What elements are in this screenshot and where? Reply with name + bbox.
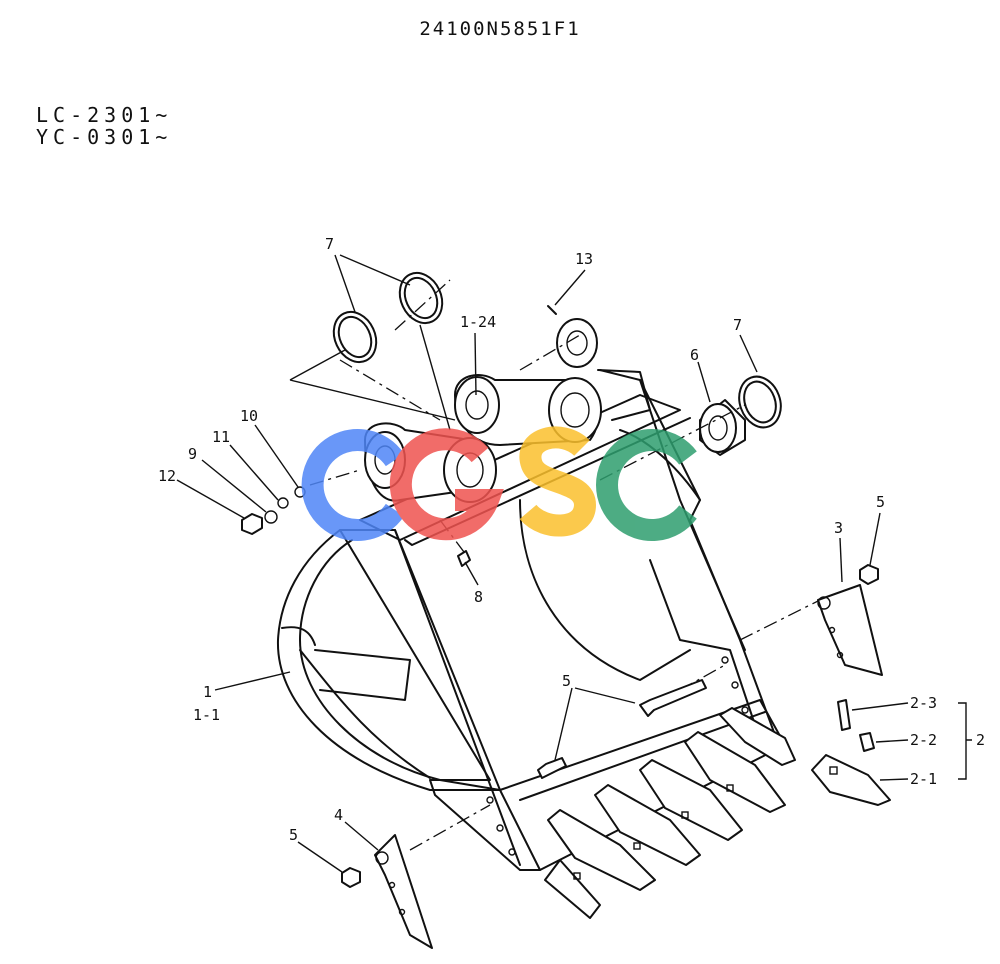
bolts-and-nuts xyxy=(241,486,879,888)
callout-7a: 7 xyxy=(325,235,334,253)
watermark-letter-s xyxy=(519,426,597,537)
side-cutters xyxy=(374,584,883,949)
bucket-body xyxy=(276,369,786,871)
callout-9: 9 xyxy=(188,445,197,463)
callout-4: 4 xyxy=(334,806,343,824)
callout-1: 1 xyxy=(203,683,212,701)
leader-lines xyxy=(176,254,972,873)
callout-3: 3 xyxy=(834,519,843,537)
callout-2: 2 xyxy=(976,731,985,749)
callout-10: 10 xyxy=(240,407,258,425)
callout-5a: 5 xyxy=(289,826,298,844)
tooth-assembly-parts xyxy=(811,699,891,806)
watermark-logo xyxy=(301,426,697,541)
part-number-title: 24100N5851F1 xyxy=(419,18,581,40)
callout-12: 12 xyxy=(158,467,176,485)
bucket-teeth xyxy=(544,707,796,919)
callout-6: 6 xyxy=(690,346,699,364)
watermark-letter-c1 xyxy=(301,429,405,541)
bushings xyxy=(547,305,746,456)
callout-5b: 5 xyxy=(562,672,571,690)
callout-2-2: 2-2 xyxy=(910,731,937,749)
callout-2-3: 2-3 xyxy=(910,694,937,712)
callout-2-1: 2-1 xyxy=(910,770,937,788)
serial-range-yc: YC-0301~ xyxy=(36,125,173,149)
watermark-letter-c2 xyxy=(596,429,697,541)
watermark-letter-g xyxy=(389,428,504,541)
callout-1-1: 1-1 xyxy=(193,706,220,724)
callout-5c: 5 xyxy=(876,493,885,511)
callout-1-24: 1-24 xyxy=(460,313,496,331)
callout-8: 8 xyxy=(474,588,483,606)
serial-range-lc: LC-2301~ xyxy=(36,103,173,127)
callout-labels: 7 13 1-24 7 6 10 11 9 12 8 5 3 5 1 1-1 2… xyxy=(158,235,985,844)
callout-11: 11 xyxy=(212,428,230,446)
callout-13: 13 xyxy=(575,250,593,268)
callout-7b: 7 xyxy=(733,316,742,334)
